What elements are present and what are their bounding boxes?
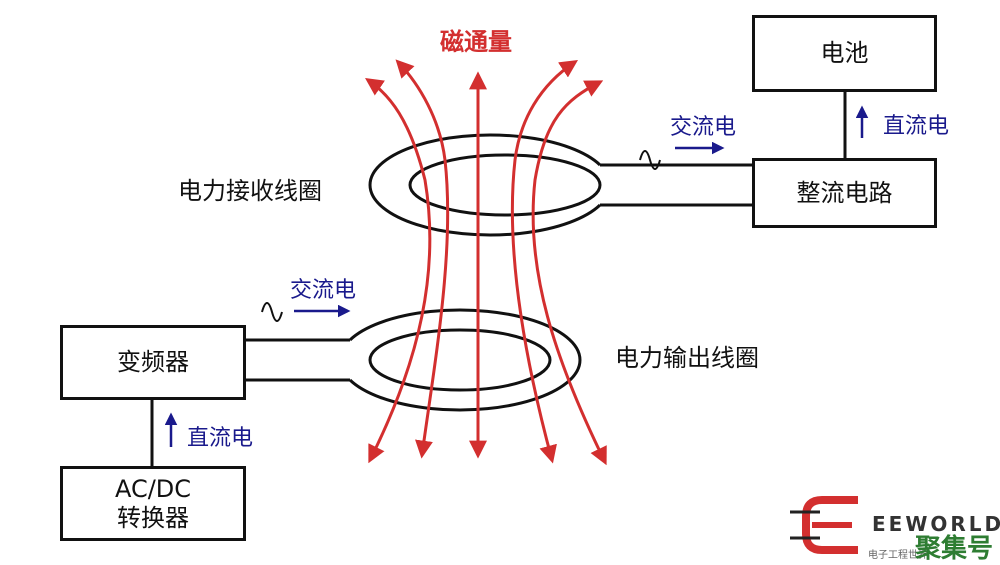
eeworld-logo-icon [790, 496, 858, 554]
rectifier-label: 整流电路 [796, 178, 893, 207]
flux-lines [365, 59, 607, 466]
platform-watermark: 聚集号 [915, 534, 994, 564]
receive-coil-inner [408, 153, 602, 217]
output-coil-inner [368, 328, 552, 392]
acdc-label-line2: 转换器 [117, 503, 189, 532]
battery-label: 电池 [820, 39, 869, 68]
receive-coil-outer [368, 133, 602, 237]
receive-coil-label: 电力接收线圈 [178, 177, 322, 205]
sine-wave-icon [639, 150, 661, 170]
acdc-label-line1: AC/DC [114, 474, 192, 503]
ac-label-bottom: 交流电 [290, 278, 357, 303]
output-coil-outer [348, 308, 582, 412]
battery-box: 电池 [752, 15, 937, 92]
dc-label-top: 直流电 [883, 114, 950, 139]
acdc-converter-box: AC/DC 转换器 [60, 466, 246, 541]
inverter-label: 变频器 [117, 348, 189, 377]
logo-text: EEWORLD [872, 512, 1000, 536]
flux-label: 磁通量 [440, 28, 512, 56]
flux-line-right [510, 60, 579, 464]
rectifier-box: 整流电路 [752, 158, 937, 228]
ac-label-top: 交流电 [670, 115, 737, 140]
dc-label-bottom: 直流电 [187, 426, 254, 451]
sine-wave-icon [261, 302, 283, 322]
logo-subtitle: 电子工程世界 [868, 550, 928, 561]
inverter-box: 变频器 [60, 325, 246, 400]
flux-line-far-right [531, 80, 607, 466]
flux-line-left [395, 59, 450, 459]
output-coil-label: 电力输出线圈 [615, 344, 759, 372]
receive-coil [368, 133, 752, 237]
flux-line-far-left [365, 77, 432, 464]
